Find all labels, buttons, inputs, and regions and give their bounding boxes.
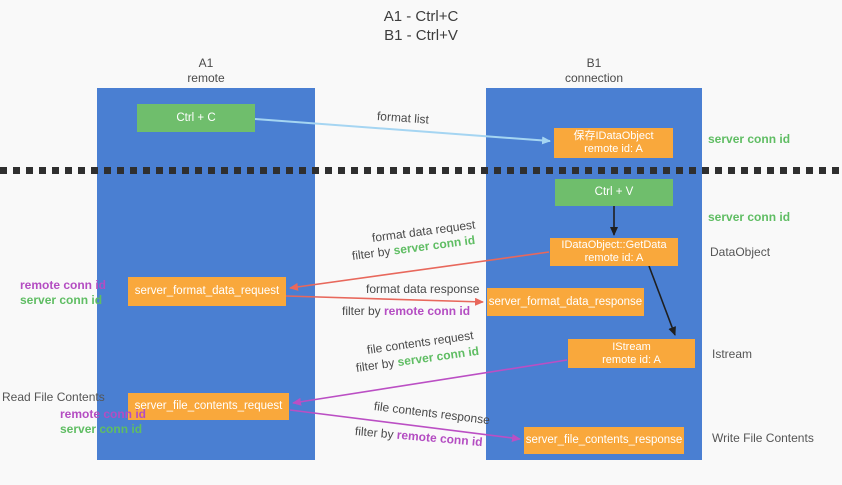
annotation-write-file-contents: Write File Contents	[712, 431, 814, 445]
diagram-title: A1 - Ctrl+C B1 - Ctrl+V	[0, 7, 842, 45]
annotation-server-conn-id-top: server conn id	[708, 132, 791, 146]
node-ctrl-v: Ctrl + V	[555, 179, 673, 206]
annotation-server-conn-id-mid: server conn id	[708, 210, 791, 224]
annotation-read-file-contents: Read File Contents	[2, 390, 105, 404]
column-a1-role: remote	[187, 71, 225, 85]
node-ctrl-c-label: Ctrl + C	[176, 111, 216, 124]
remote-conn-id-text: remote conn id	[384, 304, 471, 318]
node-idataobject-getdata: IDataObject::GetData remote id: A	[550, 238, 678, 266]
node-istream-line1: IStream	[612, 340, 651, 353]
node-format-request-label: server_format_data_request	[134, 285, 280, 297]
node-getdata-line2: remote id: A	[584, 252, 644, 264]
node-save-idataobject-line2: remote id: A	[584, 143, 643, 155]
annotation-conn-ids-format: remote conn id server conn id	[20, 278, 106, 308]
title-line-1: A1 - Ctrl+C	[383, 8, 459, 25]
annotation-remote-conn-id-1: remote conn id	[20, 278, 107, 292]
node-save-idataobject: 保存IDataObject remote id: A	[554, 128, 673, 158]
column-b1-name: B1	[586, 56, 602, 70]
label-format-data-response: format data response	[366, 282, 480, 296]
node-server-file-contents-response: server_file_contents_response	[524, 427, 684, 454]
label-filter-by-remote-conn-id-1: filter by remote conn id	[342, 304, 470, 318]
label-format-list: format list	[376, 109, 430, 127]
node-server-format-data-response: server_format_data_response	[487, 288, 644, 316]
arrow-format-data-response	[285, 295, 484, 306]
annotation-server-conn-id-2: server conn id	[60, 422, 143, 436]
session-divider-dotted-line	[0, 167, 842, 174]
node-file-request-label: server_file_contents_request	[134, 400, 283, 412]
column-header-a1: A1 remote	[97, 56, 315, 86]
annotation-conn-ids-file: remote conn id server conn id	[60, 407, 146, 437]
column-header-b1: B1 connection	[486, 56, 702, 86]
node-getdata-line1: IDataObject::GetData	[561, 239, 667, 251]
annotation-server-conn-id-1: server conn id	[20, 293, 103, 307]
node-server-format-data-request: server_format_data_request	[128, 277, 286, 306]
node-save-idataobject-line1: 保存IDataObject	[573, 130, 654, 142]
annotation-dataobject: DataObject	[710, 245, 771, 259]
remote-conn-id-text: remote conn id	[396, 427, 484, 450]
filter-by-text: filter by	[351, 243, 395, 263]
label-file-contents-response: file contents response	[373, 399, 491, 428]
column-b1-role: connection	[564, 71, 624, 85]
filter-by-text: filter by	[342, 304, 385, 318]
node-ctrl-v-label: Ctrl + V	[594, 186, 634, 198]
node-istream-line2: remote id: A	[602, 353, 661, 366]
annotation-remote-conn-id-2: remote conn id	[60, 407, 147, 421]
node-istream: IStream remote id: A	[568, 339, 695, 368]
node-server-file-contents-request: server_file_contents_request	[128, 393, 289, 420]
column-a1-name: A1	[198, 56, 214, 70]
node-format-response-label: server_format_data_response	[488, 295, 643, 308]
node-file-response-label: server_file_contents_response	[525, 434, 683, 446]
annotation-istream: Istream	[712, 347, 753, 361]
filter-by-text: filter by	[354, 424, 398, 442]
label-filter-by-remote-conn-id-2: filter by remote conn id	[354, 424, 483, 449]
filter-by-text: filter by	[355, 355, 399, 375]
node-ctrl-c: Ctrl + C	[137, 104, 255, 132]
title-line-2: B1 - Ctrl+V	[384, 27, 458, 44]
